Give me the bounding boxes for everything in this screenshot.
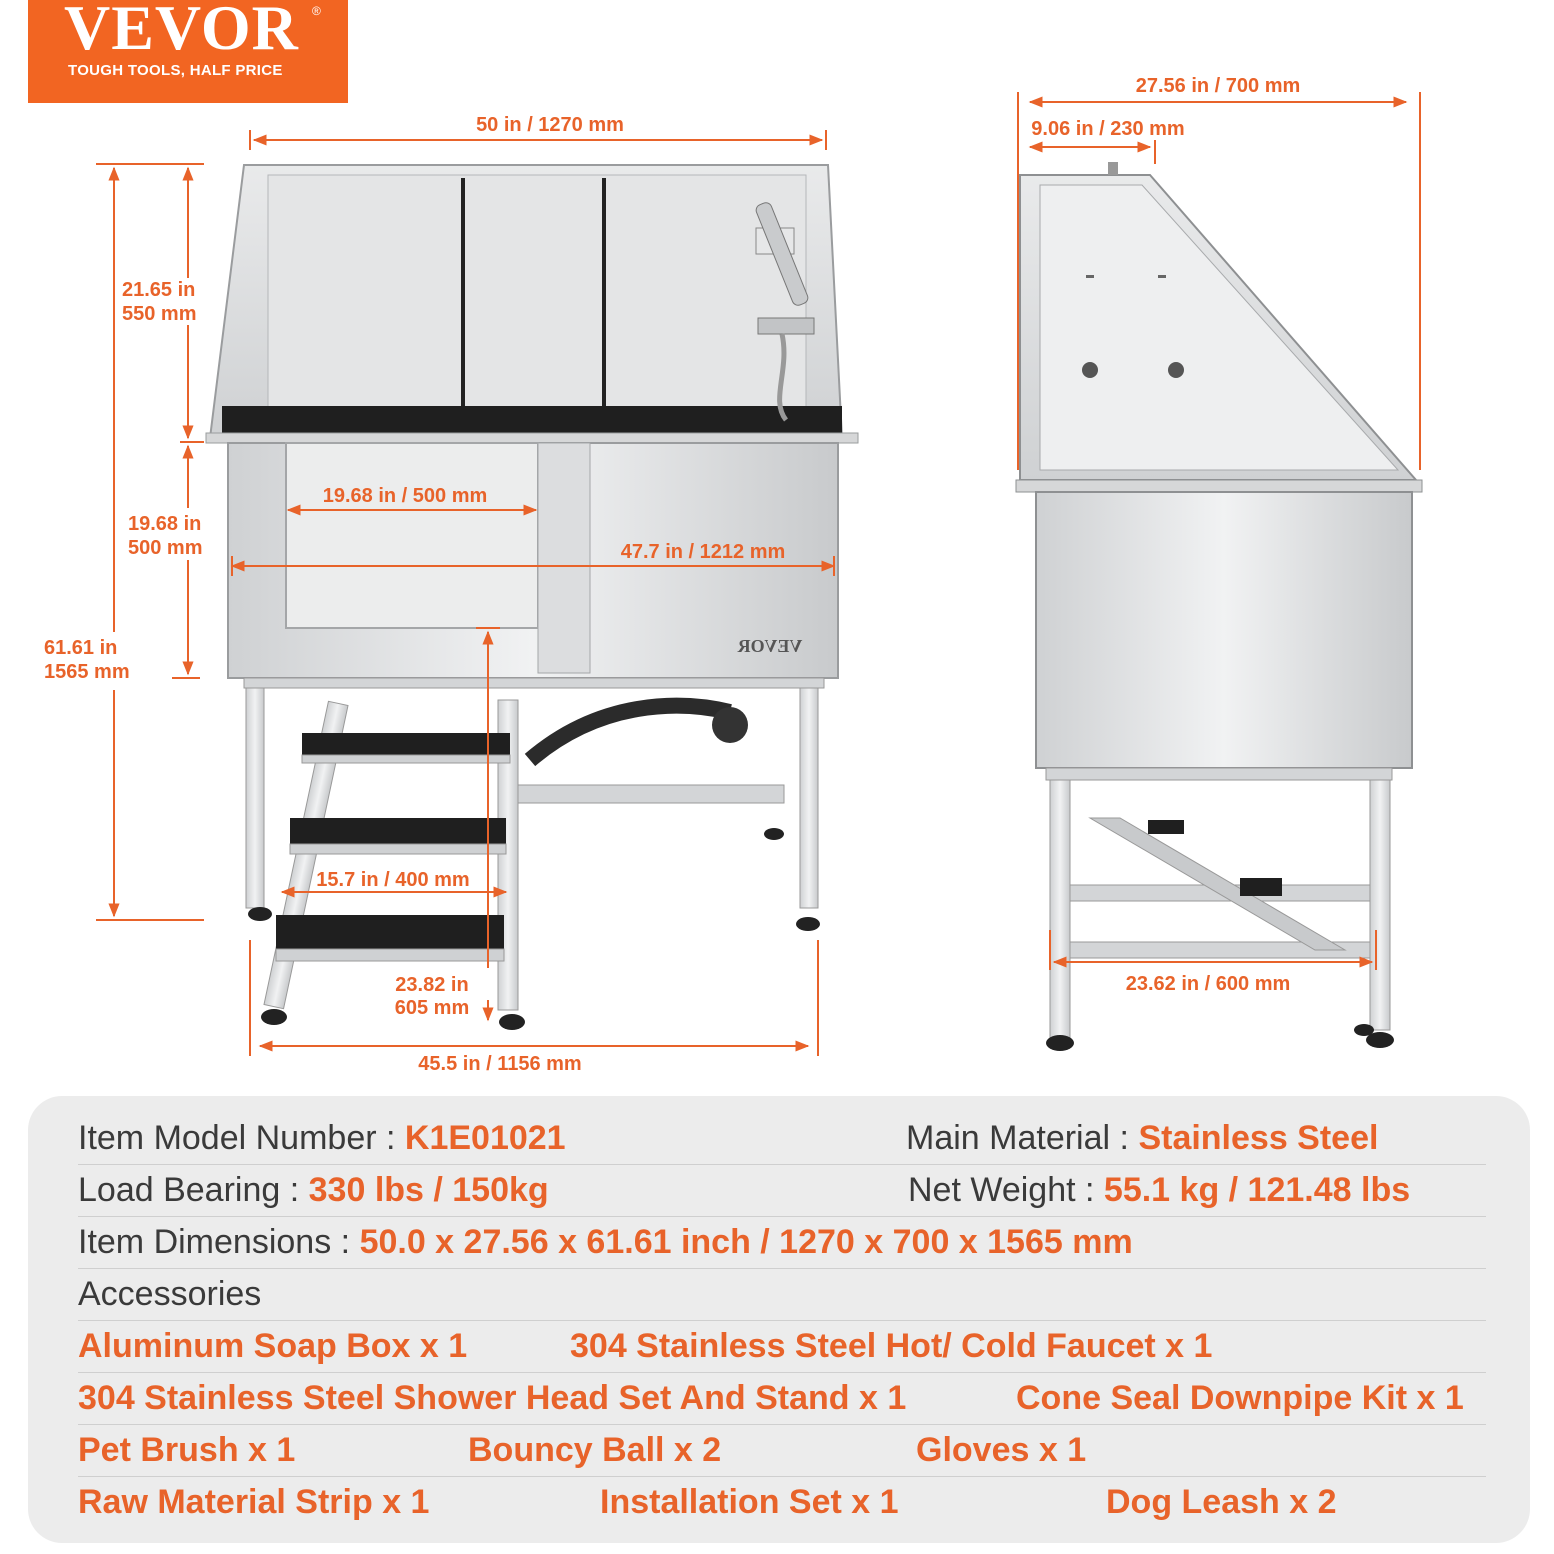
dim-step-width: 15.7 in / 400 mm: [316, 869, 469, 891]
dim-width-top: 50 in / 1270 mm: [476, 114, 624, 136]
spec-row-model: Item Model Number : K1E01021 Main Materi…: [78, 1112, 1486, 1165]
dim-tub-height-in: 19.68 in: [128, 513, 201, 535]
accessory-item: Aluminum Soap Box x 1: [78, 1327, 468, 1365]
svg-text:VEVOR: VEVOR: [737, 636, 803, 656]
spec-model: Item Model Number : K1E01021: [78, 1112, 566, 1164]
separator: :: [1119, 1119, 1129, 1157]
spec-row-load: Load Bearing : 330 lbs / 150kg Net Weigh…: [78, 1164, 1486, 1217]
spec-dimensions: Item Dimensions : 50.0 x 27.56 x 61.61 i…: [78, 1216, 1133, 1268]
material-value: Stainless Steel: [1138, 1119, 1379, 1157]
product-dimension-drawing: VEVOR: [44, 75, 1423, 1075]
dim-stand-depth: 23.62 in / 600 mm: [1126, 973, 1291, 995]
brand-name: VEVOR: [64, 0, 299, 63]
model-value: K1E01021: [404, 1119, 566, 1157]
accessories-row-4: Raw Material Strip x 1 Installation Set …: [78, 1476, 1486, 1528]
accessory-item: Bouncy Ball x 2: [468, 1431, 722, 1469]
dimension-lines: [96, 92, 1421, 1056]
accessories-row-3: Pet Brush x 1 Bouncy Ball x 2 Gloves x 1: [78, 1424, 1486, 1477]
dim-total-height-mm: 1565 mm: [44, 661, 130, 683]
dim-step-height-in: 23.82 in: [395, 974, 468, 996]
separator: :: [1085, 1171, 1095, 1209]
dim-upper-height-mm: 550 mm: [122, 303, 197, 325]
accessories-heading: Accessories: [78, 1275, 262, 1313]
accessory-item: Installation Set x 1: [600, 1483, 899, 1521]
accessory-item: Gloves x 1: [916, 1431, 1087, 1469]
separator: :: [289, 1171, 300, 1209]
dim-door-width: 19.68 in / 500 mm: [323, 485, 488, 507]
spec-row-accessories-heading: Accessories: [78, 1268, 1486, 1321]
dim-step-height-mm: 605 mm: [395, 997, 470, 1019]
accessory-item: Raw Material Strip x 1: [78, 1483, 430, 1521]
dimension-labels: 50 in / 1270 mm 21.65 in 550 mm 19.68 in…: [44, 75, 1300, 1075]
load-label: Load Bearing: [78, 1171, 281, 1209]
accessory-item: Dog Leash x 2: [1106, 1483, 1337, 1521]
dim-base-width: 45.5 in / 1156 mm: [418, 1053, 581, 1075]
accessories-row-1: Aluminum Soap Box x 1 304 Stainless Stee…: [78, 1320, 1486, 1373]
accessory-item: 304 Stainless Steel Shower Head Set And …: [78, 1379, 907, 1417]
dim-width-inner: 47.7 in / 1212 mm: [621, 541, 786, 563]
spec-row-dimensions: Item Dimensions : 50.0 x 27.56 x 61.61 i…: [78, 1216, 1486, 1269]
brand-tagline: TOUGH TOOLS, HALF PRICE: [68, 62, 283, 79]
spec-load: Load Bearing : 330 lbs / 150kg: [78, 1164, 549, 1216]
spec-weight: Net Weight : 55.1 kg / 121.48 lbs: [908, 1164, 1410, 1216]
material-label: Main Material: [906, 1119, 1111, 1157]
front-view-tub: VEVOR: [205, 164, 859, 1030]
side-view-tub: [1015, 162, 1423, 1051]
separator: :: [340, 1223, 351, 1261]
model-label: Item Model Number: [78, 1119, 377, 1157]
weight-label: Net Weight: [908, 1171, 1076, 1209]
dim-back-depth: 9.06 in / 230 mm: [1031, 118, 1184, 140]
accessory-item: Cone Seal Downpipe Kit x 1: [1016, 1379, 1464, 1417]
dims-label: Item Dimensions: [78, 1223, 332, 1261]
brand-logo: VEVOR ® TOUGH TOOLS, HALF PRICE: [28, 0, 348, 103]
spec-material: Main Material : Stainless Steel: [906, 1112, 1378, 1164]
registered-mark: ®: [312, 4, 321, 18]
weight-value: 55.1 kg / 121.48 lbs: [1103, 1171, 1411, 1209]
accessory-item: Pet Brush x 1: [78, 1431, 296, 1469]
dim-total-height-in: 61.61 in: [44, 637, 117, 659]
dim-tub-height-mm: 500 mm: [128, 537, 203, 559]
dims-value: 50.0 x 27.56 x 61.61 inch / 1270 x 700 x…: [359, 1223, 1133, 1261]
spec-panel: Item Model Number : K1E01021 Main Materi…: [28, 1096, 1530, 1543]
dim-upper-height-in: 21.65 in: [122, 279, 195, 301]
load-value: 330 lbs / 150kg: [308, 1171, 549, 1209]
dim-depth: 27.56 in / 700 mm: [1136, 75, 1301, 97]
accessory-item: 304 Stainless Steel Hot/ Cold Faucet x 1: [570, 1327, 1213, 1365]
accessories-row-2: 304 Stainless Steel Shower Head Set And …: [78, 1372, 1486, 1425]
separator: :: [386, 1119, 396, 1157]
